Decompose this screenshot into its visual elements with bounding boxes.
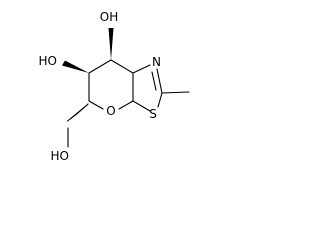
structural-formula: OH HO N O S HO xyxy=(39,10,190,163)
bond-s-c2 xyxy=(157,92,163,108)
hydroxyl-label-left: HO xyxy=(39,54,57,68)
wedge-bond-c6-oh xyxy=(62,60,89,73)
nitrogen-label: N xyxy=(152,55,161,69)
bond-c7-c7a xyxy=(110,59,134,74)
bond-c3a-s xyxy=(132,100,151,112)
single-bonds xyxy=(67,59,190,148)
hashed-bond-c5-ch2 xyxy=(66,103,89,122)
hydroxyl-label-top: OH xyxy=(100,10,118,24)
bond-c2-methyl xyxy=(161,91,190,94)
bond-o-c5 xyxy=(88,100,104,110)
bond-c3a-o xyxy=(118,100,134,110)
wedge-bond-c7-oh xyxy=(108,28,114,60)
ring-oxygen-label: O xyxy=(106,104,115,118)
structure-canvas: OH HO N O S HO xyxy=(0,0,199,169)
bond-c7a-n xyxy=(132,64,151,74)
hydroxyl-label-bottom: HO xyxy=(51,149,69,163)
double-bond-c2-n xyxy=(151,68,163,94)
sulfur-label: S xyxy=(149,107,157,121)
bond-c6-c7 xyxy=(88,59,112,74)
